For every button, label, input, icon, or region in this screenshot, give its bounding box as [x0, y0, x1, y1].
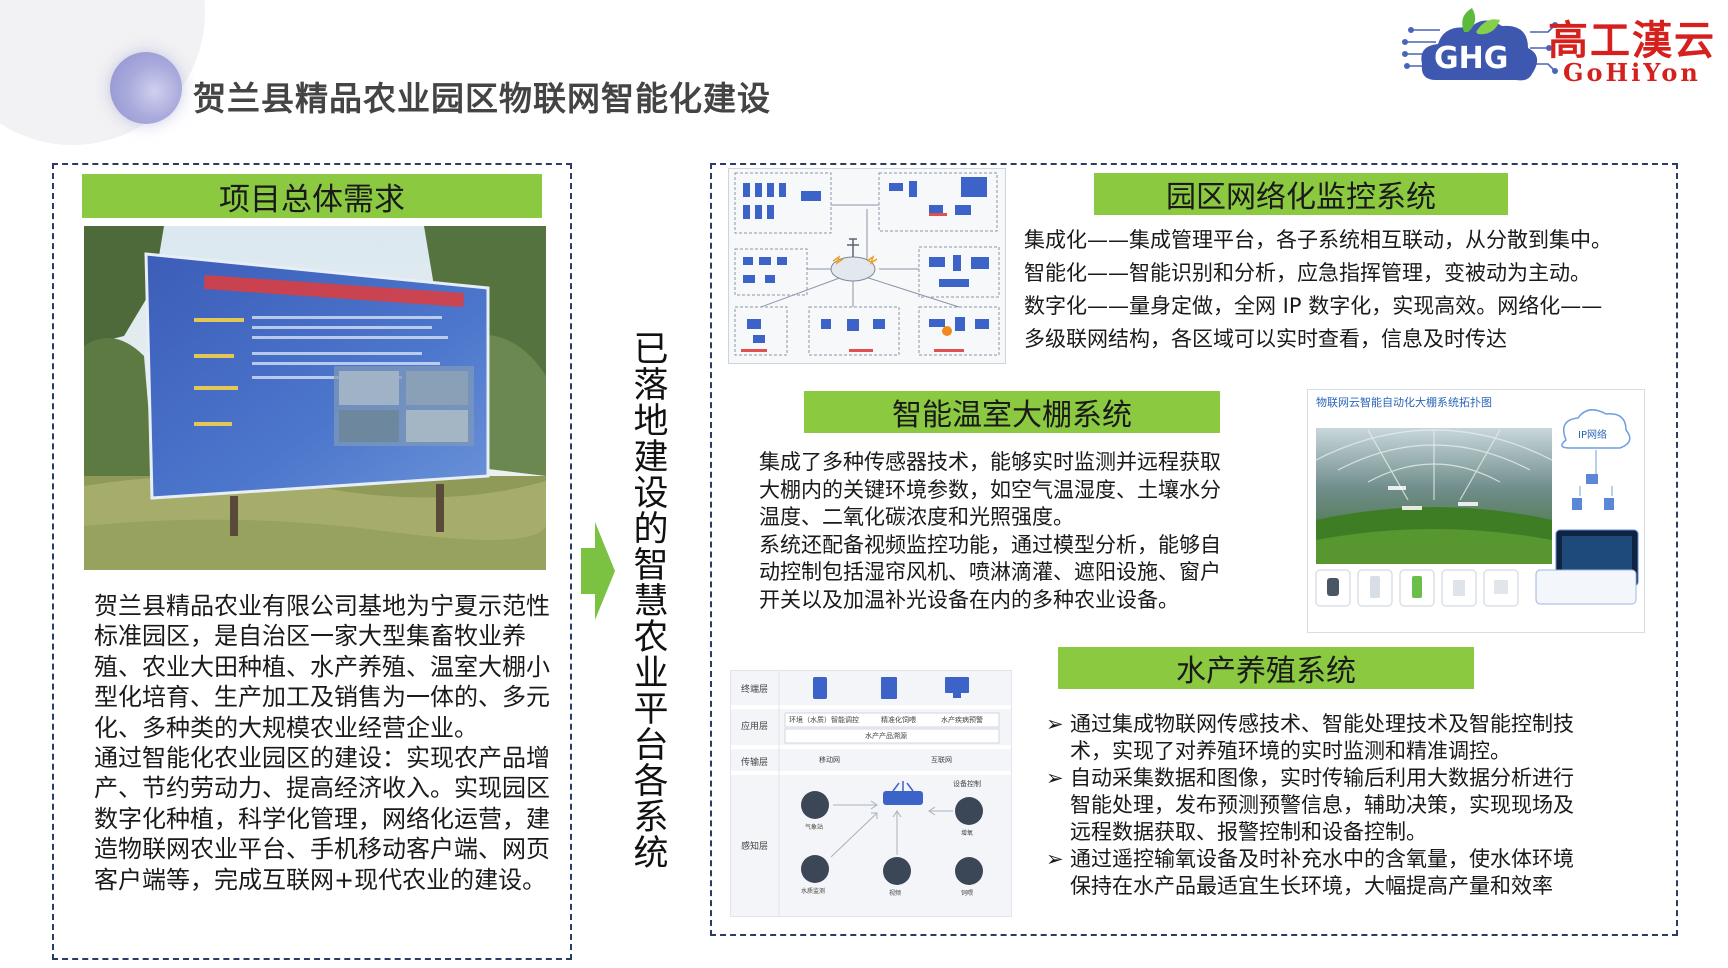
section2-text: 集成了多种传感器技术，能够实时监测并远程获取 大棚内的关键环境参数，如空气温湿度… [759, 449, 1243, 614]
ip-network-label: IP网络 [1578, 428, 1607, 441]
bullet-line: 通过集成物联网传感技术、智能处理技术及智能控制技 [1070, 712, 1574, 736]
device-control-label: 设备控制 [953, 780, 981, 788]
company-logo: GHG [1402, 8, 1559, 81]
sensor-label: 水质监测 [801, 888, 826, 895]
section2-line: 动控制包括湿帘风机、喷淋滴灌、遮阳设施、窗户 [759, 560, 1221, 584]
bullet-arrow-icon: ➢ [1046, 847, 1064, 871]
bullet-line: 通过遥控输氧设备及时补充水中的含氧量，使水体环境 [1070, 847, 1574, 871]
left-paragraph-2: 通过智能化农业园区的建设：实现农产品增产、节约劳动力、提高经济收入。实现园区数字… [94, 744, 550, 894]
section3-heading: 水产养殖系统 [1058, 647, 1474, 689]
logo-name-en: GoHiYon [1563, 58, 1701, 87]
app-platform: 水产产品溯源 [865, 732, 907, 740]
bullet-line: 自动采集数据和图像，实时传输后利用大数据分析进行 [1070, 766, 1574, 790]
section1-line: 数字化——量身定做，全网 IP 数字化，实现高效。网络化—— [1024, 294, 1603, 318]
sensor-label: 视频 [889, 890, 902, 897]
app-item: 环境（水质）智能调控 [789, 716, 859, 724]
bullet-line: 保持在水产品最适宜生长环境，大幅提高产量和效率 [1070, 874, 1553, 898]
billboard-photo [84, 226, 546, 570]
sensor-label: 饲喂 [961, 890, 974, 897]
section2-line: 大棚内的关键环境参数，如空气温湿度、土壤水分 [759, 477, 1221, 502]
section2-line: 系统还配备视频监控功能，通过模型分析，能够自 [759, 532, 1221, 557]
right-panel [710, 163, 1678, 936]
left-heading: 项目总体需求 [82, 174, 542, 218]
sensor-label: 增氧 [961, 830, 974, 837]
section2-line: 开关以及加温补光设备在内的多种农业设备。 [759, 587, 1179, 612]
section1-text: 集成化——集成管理平台，各子系统相互联动，从分散到集中。 智能化——智能识别和分… [1024, 224, 1644, 356]
bullet-line: 术，实现了对养殖环境的实时监测和精准调控。 [1070, 739, 1511, 763]
layer-label: 传输层 [741, 758, 769, 768]
layer-label: 终端层 [741, 685, 769, 695]
left-paragraph-1: 贺兰县精品农业有限公司基地为宁夏示范性标准园区，是自治区一家大型集畜牧业养殖、农… [94, 592, 550, 742]
section1-line: 多级联网结构，各区域可以实时查看，信息及时传达 [1024, 327, 1507, 351]
logo-name-cn: 高工漢云 [1548, 18, 1716, 64]
greenhouse-topology-figure: IP网络 [1307, 389, 1645, 633]
bullet-item: ➢ 自动采集数据和图像，实时传输后利用大数据分析进行 智能处理，发布预测预警信息… [1046, 765, 1646, 846]
sensor-label: 气象站 [805, 824, 824, 831]
bullet-line: 远程数据获取、报警控制和设备控制。 [1070, 820, 1427, 844]
bullet-line: 智能处理，发布预测预警信息，辅助决策，实现现场及 [1070, 793, 1574, 817]
middle-vertical-text: 已落地建设的智慧农业平台各系统 [633, 330, 669, 874]
bullet-item: ➢ 通过集成物联网传感技术、智能处理技术及智能控制技 术，实现了对养殖环境的实时… [1046, 711, 1646, 765]
transport-item: 互联网 [931, 756, 952, 764]
aquaculture-architecture-diagram: 终端层 应用层 传输层 感知层 环境（水质）智能调控 精准化饲喂 水产疾病预警 … [730, 670, 1012, 917]
app-item: 水产疾病预警 [941, 716, 983, 724]
bullet-arrow-icon: ➢ [1046, 766, 1064, 790]
layer-label: 感知层 [741, 842, 769, 852]
page-title: 贺兰县精品农业园区物联网智能化建设 [193, 79, 771, 118]
network-monitoring-diagram [728, 168, 1006, 364]
section2-heading: 智能温室大棚系统 [804, 391, 1220, 433]
app-item: 精准化饲喂 [881, 716, 916, 724]
title-bullet-sphere [110, 52, 182, 124]
section2-line: 温度、二氧化碳浓度和光照强度。 [759, 505, 1074, 529]
section1-line: 集成化——集成管理平台，各子系统相互联动，从分散到集中。 [1024, 228, 1612, 252]
section2-line: 集成了多种传感器技术，能够实时监测并远程获取 [759, 450, 1221, 474]
transport-item: 移动网 [819, 756, 840, 764]
left-panel [52, 163, 572, 960]
greenhouse-figure-title: 物联网云智能自动化大棚系统拓扑图 [1316, 396, 1492, 409]
section1-line: 智能化——智能识别和分析，应急指挥管理，变被动为主动。 [1024, 261, 1591, 285]
left-description: 贺兰县精品农业有限公司基地为宁夏示范性标准园区，是自治区一家大型集畜牧业养殖、农… [94, 591, 562, 895]
section3-bullets: ➢ 通过集成物联网传感技术、智能处理技术及智能控制技 术，实现了对养殖环境的实时… [1046, 711, 1646, 900]
bullet-item: ➢ 通过遥控输氧设备及时补充水中的含氧量，使水体环境 保持在水产品最适宜生长环境… [1046, 846, 1646, 900]
section1-heading: 园区网络化监控系统 [1094, 173, 1508, 215]
layer-label: 应用层 [741, 722, 769, 732]
logo-mark-text: GHG [1434, 41, 1508, 76]
right-arrow-icon [581, 522, 615, 620]
bullet-arrow-icon: ➢ [1046, 712, 1064, 736]
